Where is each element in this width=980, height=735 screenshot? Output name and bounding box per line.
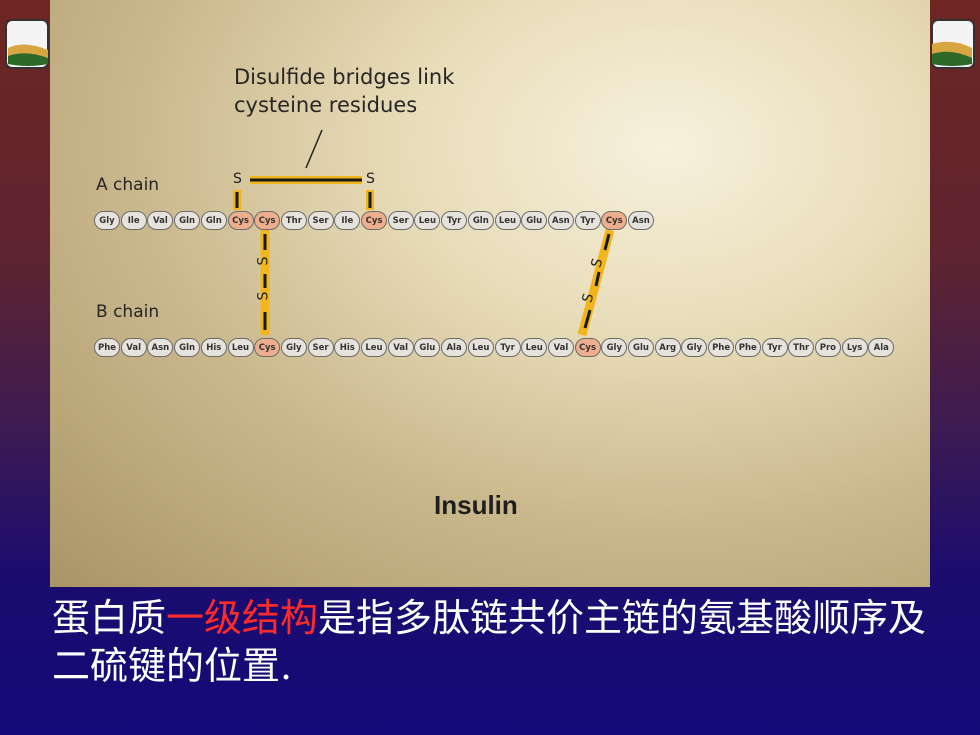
residue-gly: Gly [601, 338, 628, 357]
residue-val: Val [120, 338, 147, 357]
residue-gln: Gln [467, 211, 494, 230]
callout-text: Disulfide bridges link cysteine residues [234, 63, 454, 119]
residue-tyr: Tyr [494, 338, 521, 357]
residue-phe: Phe [94, 338, 120, 357]
residue-arg: Arg [654, 338, 681, 357]
callout-line-2: cysteine residues [234, 93, 418, 117]
corner-landscape-icon-right [931, 19, 975, 69]
residue-tyr: Tyr [574, 211, 601, 230]
residue-ala: Ala [868, 338, 895, 357]
residue-leu: Leu [414, 211, 441, 230]
caption-part-2: 是指多肽链共价主链的氨基酸顺序及二硫键的位置. [52, 596, 927, 688]
residue-cys: Cys [574, 338, 601, 357]
residue-phe: Phe [734, 338, 761, 357]
callout-pointer [305, 129, 323, 169]
residue-glu: Glu [628, 338, 654, 357]
residue-tyr: Tyr [761, 338, 788, 357]
residue-glu: Glu [414, 338, 441, 357]
corner-landscape-icon-left [5, 19, 49, 69]
residue-asn: Asn [628, 211, 654, 230]
residue-val: Val [547, 338, 574, 357]
callout-line-1: Disulfide bridges link [234, 65, 455, 89]
a-chain-label: A chain [96, 175, 160, 195]
residue-cys: Cys [601, 211, 628, 230]
residue-phe: Phe [708, 338, 735, 357]
residue-thr: Thr [280, 211, 307, 230]
diagram-panel: Disulfide bridges link cysteine residues… [50, 0, 930, 587]
sulfur-label-b2: S [255, 291, 272, 301]
residue-ala: Ala [441, 338, 468, 357]
sulfur-label-a2: S [366, 171, 375, 187]
bridge-2-segment-b [594, 271, 601, 287]
residue-gln: Gln [174, 338, 201, 357]
residue-cys: Cys [227, 211, 254, 230]
caption-part-1: 蛋白质 [52, 596, 167, 640]
residue-leu: Leu [361, 338, 387, 357]
residue-pro: Pro [814, 338, 841, 357]
residue-thr: Thr [788, 338, 815, 357]
residue-his: His [334, 338, 361, 357]
bridge-2-segment-a [603, 233, 611, 251]
residue-leu: Leu [467, 338, 494, 357]
residue-glu: Glu [521, 211, 548, 230]
residue-cys: Cys [361, 211, 387, 230]
residue-asn: Asn [147, 338, 174, 357]
residue-leu: Leu [521, 338, 548, 357]
residue-gln: Gln [174, 211, 201, 230]
residue-cys: Cys [254, 338, 281, 357]
residue-gln: Gln [200, 211, 227, 230]
residue-asn: Asn [547, 211, 574, 230]
residue-cys: Cys [254, 211, 281, 230]
sulfur-label-b1: S [255, 256, 272, 266]
residue-tyr: Tyr [441, 211, 468, 230]
caption-highlight: 一级结构 [166, 596, 319, 640]
caption: 蛋白质一级结构是指多肽链共价主链的氨基酸顺序及二硫键的位置. [52, 594, 952, 690]
sulfur-label-a1: S [233, 171, 242, 187]
residue-leu: Leu [227, 338, 254, 357]
residue-his: His [200, 338, 227, 357]
residue-ile: Ile [334, 211, 361, 230]
bridge-2-segment-c [583, 309, 592, 329]
residue-ile: Ile [120, 211, 147, 230]
b-chain-label: B chain [96, 302, 160, 322]
residue-ser: Ser [387, 211, 414, 230]
residue-lys: Lys [841, 338, 868, 357]
residue-ser: Ser [307, 338, 334, 357]
residue-ser: Ser [307, 211, 334, 230]
residue-gly: Gly [94, 211, 120, 230]
residue-gly: Gly [681, 338, 708, 357]
residue-gly: Gly [280, 338, 307, 357]
residue-val: Val [147, 211, 174, 230]
residue-leu: Leu [494, 211, 521, 230]
disulfide-bonds [233, 129, 615, 337]
figure-title: Insulin [434, 490, 518, 520]
residue-val: Val [387, 338, 414, 357]
